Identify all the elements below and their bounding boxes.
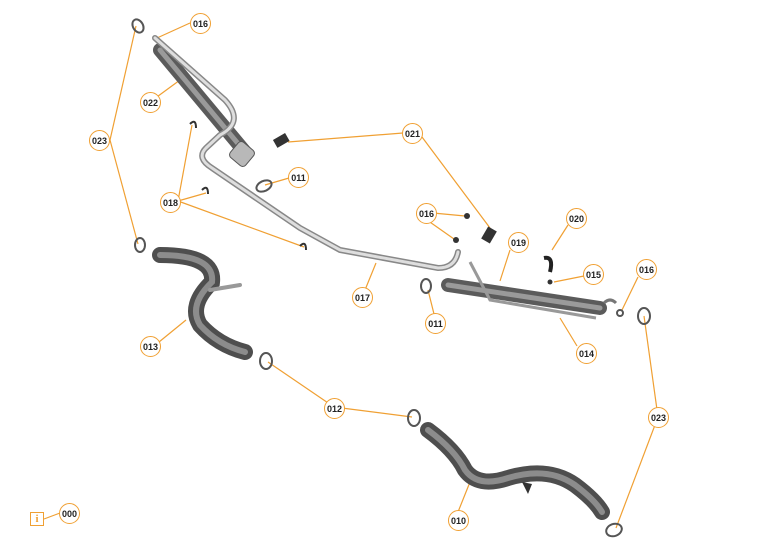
clamps (131, 18, 651, 538)
callout-018[interactable]: 018 (160, 192, 181, 213)
callout-021[interactable]: 021 (402, 123, 423, 144)
hose-013 (152, 247, 253, 360)
callout-011[interactable]: 011 (288, 167, 309, 188)
callout-011[interactable]: 011 (425, 313, 446, 334)
callout-000[interactable]: 000 (59, 503, 80, 524)
callout-010[interactable]: 010 (448, 510, 469, 531)
hose-010 (420, 422, 610, 520)
callout-022[interactable]: 022 (140, 92, 161, 113)
callout-014[interactable]: 014 (576, 343, 597, 364)
callout-016[interactable]: 016 (190, 13, 211, 34)
callout-023[interactable]: 023 (648, 407, 669, 428)
callout-020[interactable]: 020 (566, 208, 587, 229)
small-parts (189, 120, 554, 285)
callout-019[interactable]: 019 (508, 232, 529, 253)
callout-015[interactable]: 015 (583, 264, 604, 285)
pipe-017 (152, 35, 461, 272)
callout-017[interactable]: 017 (352, 287, 373, 308)
callout-023[interactable]: 023 (89, 130, 110, 151)
callout-016[interactable]: 016 (636, 259, 657, 280)
info-icon[interactable]: i (30, 512, 44, 526)
hose-019 (441, 261, 618, 320)
callout-013[interactable]: 013 (140, 336, 161, 357)
callout-016[interactable]: 016 (416, 203, 437, 224)
hose-022 (153, 43, 255, 167)
leader-lines (43, 22, 659, 529)
callout-012[interactable]: 012 (324, 398, 345, 419)
